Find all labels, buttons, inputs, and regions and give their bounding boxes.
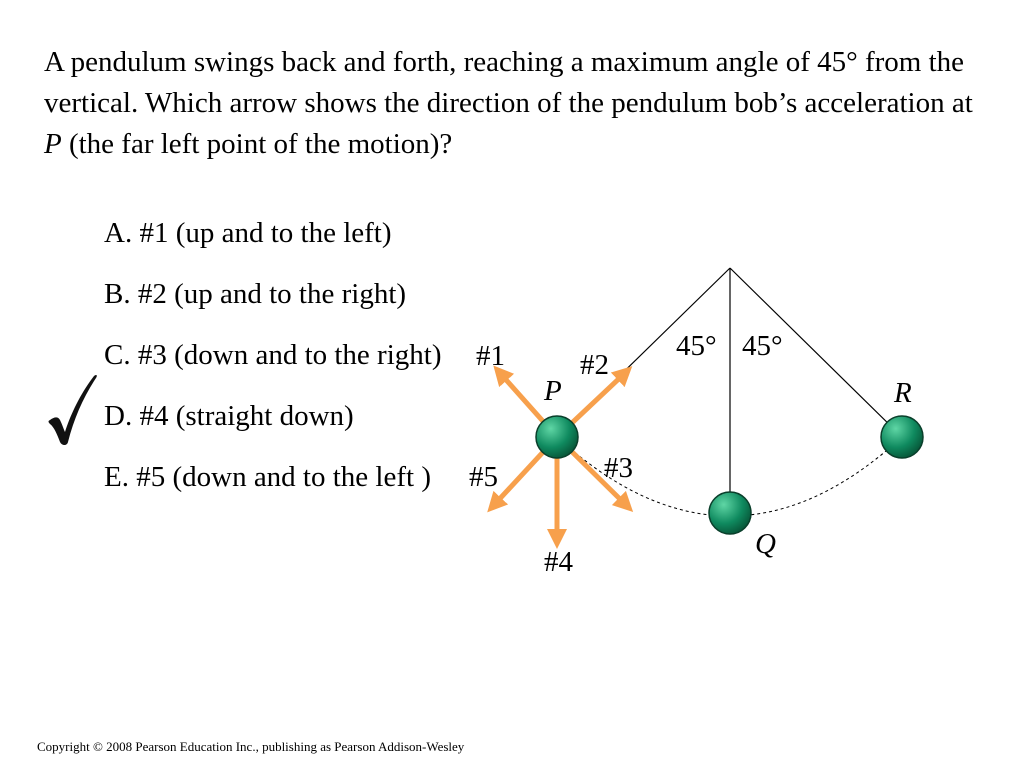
bob-p [535,415,579,459]
choice-b[interactable]: B. #2 (up and to the right) [104,278,407,310]
pendulum-diagram: 45° 45° P R Q #1 #2 #3 #4 #5 [469,267,924,578]
answer-choices: A. #1 (up and to the left) B. #2 (up and… [104,213,454,518]
choice-a[interactable]: A. #1 (up and to the left) [104,217,392,249]
question-text: A pendulum swings back and forth, reachi… [44,42,994,165]
angle-label-right: 45° [742,330,783,362]
correct-checkmark-icon [48,374,97,445]
question-part-2: (the far left point of the motion)? [61,128,453,160]
arrow-label-4: #4 [544,546,574,578]
string-right [729,267,903,438]
arrow-label-2: #2 [580,349,609,381]
question-part-1: A pendulum swings back and forth, reachi… [44,46,973,119]
choice-c[interactable]: C. #3 (down and to the right) [104,339,442,371]
arrow-label-1: #1 [476,340,505,372]
choice-e[interactable]: E. #5 (down and to the left ) [104,461,431,493]
angle-label-left: 45° [676,330,717,362]
question-point-label: P [44,128,62,160]
choice-d[interactable]: D. #4 (straight down) [104,400,354,432]
point-label-r: R [893,377,912,409]
point-label-p: P [543,375,562,407]
point-label-q: Q [755,528,776,560]
arrow-label-5: #5 [469,461,498,493]
bob-q [708,491,752,535]
copyright-notice: Copyright © 2008 Pearson Education Inc.,… [37,739,465,754]
arrow-label-3: #3 [604,452,633,484]
bob-r [880,415,924,459]
